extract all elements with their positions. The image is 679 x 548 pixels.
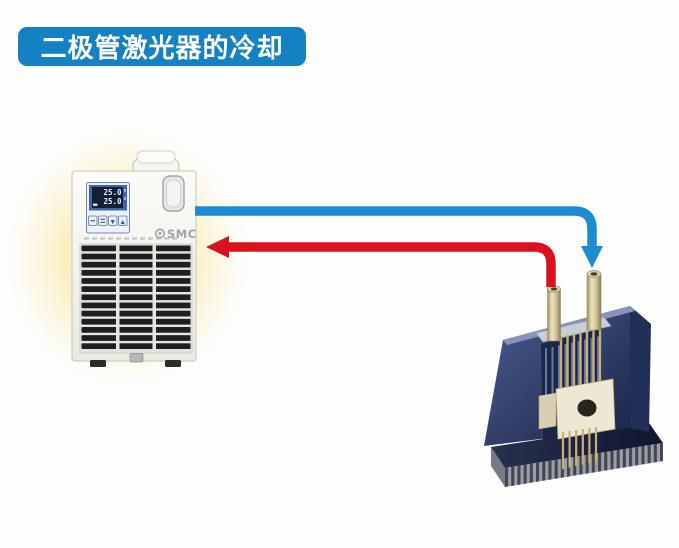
return-arrowhead-icon (206, 236, 229, 258)
chiller-foot-right (165, 360, 181, 367)
power-switch (162, 175, 185, 212)
smc-logo-text: SMC (167, 227, 197, 241)
chiller-unit: 25.0 25.0 ▼ ▲ (71, 150, 197, 367)
coolant-port-left (547, 285, 561, 342)
supply-arrowhead-icon (581, 246, 603, 268)
return-flow-arrow (206, 236, 556, 287)
button-down-icon: ▼ (111, 219, 116, 225)
laser-diode-package (538, 378, 616, 440)
chiller-emblem (129, 353, 144, 363)
panel-button-up (118, 215, 128, 226)
laser-module (484, 270, 663, 487)
base-fins (505, 443, 663, 487)
panel-button-down (108, 215, 118, 226)
block-right-face (630, 306, 651, 432)
smc-gear-icon (155, 228, 166, 239)
lower-leads (561, 427, 598, 469)
lcd-display (92, 187, 123, 208)
package-side-tab (538, 392, 557, 430)
smc-logo: SMC (155, 227, 197, 241)
ventilation-grille (79, 243, 193, 354)
supply-flow-arrow (195, 206, 603, 268)
coolant-port-right (586, 270, 602, 331)
title-banner: 二极管激光器的冷却 (18, 27, 306, 66)
upper-leads (559, 328, 602, 391)
panel-button-2 (98, 215, 108, 226)
control-panel: 25.0 25.0 ▼ ▲ (86, 182, 130, 234)
base-left-face (491, 447, 505, 487)
lcd-line-2: 25.0 (103, 197, 122, 206)
lcd-line-1: 25.0 (103, 188, 122, 197)
package-aperture-hole (577, 399, 597, 417)
button-up-icon: ▲ (121, 219, 126, 225)
return-line (229, 242, 556, 287)
chiller-foot-left (90, 360, 106, 367)
supply-line (195, 206, 597, 247)
tank-fill-cap (132, 150, 180, 175)
panel-buttons: ▼ ▲ (88, 215, 128, 226)
